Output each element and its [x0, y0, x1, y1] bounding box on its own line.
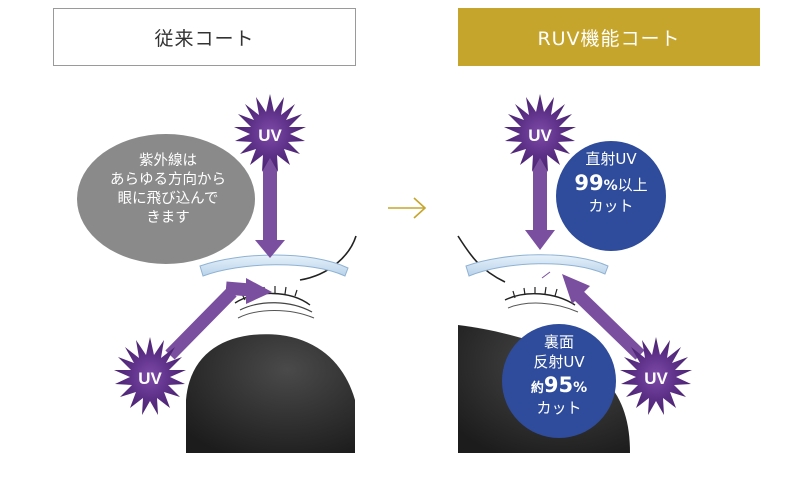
eye-right [504, 286, 579, 313]
eye-left [234, 286, 315, 319]
uv-burst-top-right: UV [504, 94, 576, 172]
direct-uv-percent: % [603, 177, 618, 194]
callout-bubble-back [502, 324, 616, 438]
back-uv-line4: カット [536, 399, 582, 418]
uv-arrow-top-right [525, 152, 555, 250]
back-uv-prefix: 約 [530, 381, 544, 396]
uv-label-top-left: UV [258, 126, 282, 145]
callout-bubble-left [77, 134, 255, 264]
direct-uv-suffix: 以上 [617, 175, 648, 194]
callout-left-line3: 眼に飛び込んで [117, 190, 219, 207]
callout-left-line2: あらゆる方向から [110, 171, 226, 188]
transition-arrow-icon [388, 197, 427, 219]
lens-left [199, 254, 349, 277]
direct-uv-value: 99 [574, 170, 604, 195]
back-uv-line3: 約95% [505, 372, 613, 399]
callout-left-line4: きます [146, 209, 190, 226]
back-uv-value: 95 [543, 373, 574, 397]
uv-label-bottom-right: UV [644, 369, 668, 388]
direct-uv-line2: 99%以上 [556, 170, 666, 197]
uv-arrow-bottom-left [165, 278, 272, 360]
panel-label-conventional-coat: 従来コート [53, 8, 356, 66]
back-uv-percent: % [573, 380, 588, 396]
face-outline-right [457, 235, 506, 283]
direct-uv-line3: カット [588, 196, 634, 215]
left-panel-scene: UV UV [77, 94, 357, 453]
callout-text-direct-uv: 直射UV 99%以上 カット [556, 150, 666, 216]
head-silhouette-left [186, 334, 355, 453]
right-panel-scene: UV UV [457, 94, 692, 453]
uv-label-top-right: UV [528, 126, 552, 145]
back-uv-line1: 裏面 [543, 333, 574, 351]
callout-text-left: 紫外線は あらゆる方向から 眼に飛び込んで きます [88, 152, 248, 227]
uv-burst-bottom-right: UV [620, 337, 692, 415]
callout-left-line1: 紫外線は [139, 153, 197, 169]
back-uv-line2: 反射UV [533, 352, 585, 371]
callout-bubble-direct [556, 141, 666, 251]
direct-uv-line1: 直射UV [585, 150, 637, 168]
uv-arrow-top-left [255, 152, 285, 258]
uv-arrow-bottom-right [562, 274, 645, 360]
uv-burst-bottom-left: UV [114, 337, 186, 415]
lens-right [465, 254, 609, 277]
uv-burst-top-left: UV [234, 94, 306, 172]
uv-label-bottom-left: UV [138, 369, 162, 388]
callout-text-back-uv: 裏面 反射UV 約95% カット [505, 333, 613, 419]
panel-label-ruv-coat: RUV機能コート [458, 8, 760, 66]
